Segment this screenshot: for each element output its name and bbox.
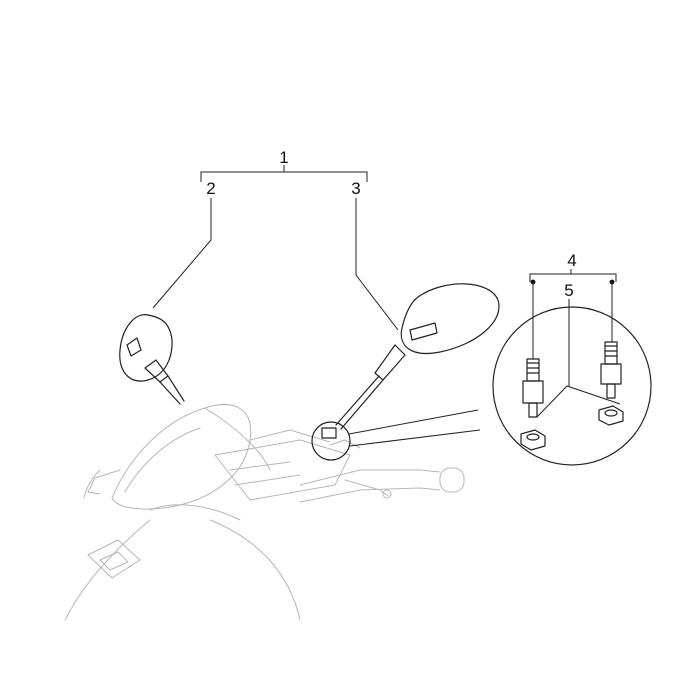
left-mirror xyxy=(119,314,185,405)
detail-source-circle xyxy=(311,409,481,461)
callout-3: 3 xyxy=(351,179,360,198)
leader-2 xyxy=(152,198,212,309)
callout-2: 2 xyxy=(206,179,215,198)
callout-4: 4 xyxy=(567,251,576,270)
callout-bracket-4 xyxy=(529,269,617,359)
detail-circle xyxy=(492,306,652,466)
callout-bracket-1 xyxy=(200,165,368,182)
scooter-body-ghost xyxy=(64,404,351,621)
mirror-adapter-left xyxy=(520,358,546,451)
callout-5: 5 xyxy=(564,281,573,300)
brake-lever-ghost xyxy=(344,479,392,499)
mirror-adapter-right xyxy=(598,341,624,426)
callout-1: 1 xyxy=(279,148,288,167)
handlebar-ghost xyxy=(299,439,465,503)
leader-3 xyxy=(355,198,399,331)
right-mirror xyxy=(321,283,500,439)
